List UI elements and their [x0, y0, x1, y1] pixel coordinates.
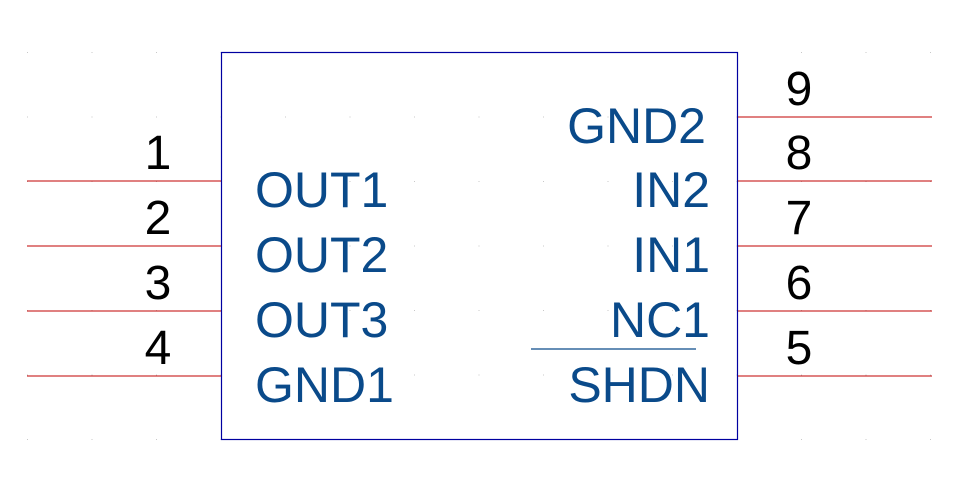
pin-4-label: GND1 [255, 357, 394, 413]
grid-dot [349, 116, 351, 118]
grid-dot [930, 52, 931, 53]
grid-dot [801, 52, 802, 53]
grid-dot [285, 374, 286, 376]
grid-dot [672, 116, 673, 118]
pin-9[interactable]: 9 GND2 [567, 63, 932, 154]
grid-dot [156, 439, 157, 440]
grid-dot [672, 181, 673, 182]
grid-dot [478, 116, 480, 118]
grid-dot [91, 374, 93, 376]
grid-dot [414, 310, 415, 311]
grid-dot [27, 116, 28, 118]
grid-dot [607, 116, 609, 118]
pin-8[interactable]: 8 IN2 [632, 127, 932, 218]
grid-dot [865, 374, 867, 376]
pin-3[interactable]: 3 OUT3 [27, 257, 388, 348]
grid-dot [349, 374, 351, 376]
pin-7-number: 7 [786, 192, 813, 245]
grid-dot [478, 245, 480, 247]
grid-dot [543, 245, 544, 247]
pin-9-number: 9 [786, 63, 813, 116]
grid-dot [91, 52, 93, 53]
grid-dot [349, 245, 351, 247]
grid-dot [801, 439, 802, 440]
grid-dot [156, 374, 157, 376]
grid-dot [607, 374, 609, 376]
grid-dot [414, 181, 415, 182]
grid-dot [672, 374, 673, 376]
grid-dot [865, 52, 867, 53]
grid-dot [672, 310, 673, 311]
pin-5-number: 5 [786, 322, 813, 375]
grid-dot [801, 374, 802, 376]
pin-7[interactable]: 7 IN1 [632, 192, 932, 283]
grid-dot [672, 245, 673, 247]
pin-8-label: IN2 [632, 162, 710, 218]
grid-dot [349, 310, 351, 311]
pin-1-label: OUT1 [255, 162, 388, 218]
pin-6-number: 6 [786, 257, 813, 310]
pin-1[interactable]: 1 OUT1 [27, 127, 388, 218]
grid-dot [285, 310, 286, 311]
grid-dot [156, 52, 157, 53]
grid-dot [285, 116, 286, 118]
grid-dot [543, 181, 544, 182]
grid-dot [543, 374, 544, 376]
pin-2-label: OUT2 [255, 227, 388, 283]
grid-dot [91, 116, 93, 118]
pin-5-label: SHDN [568, 357, 710, 413]
pin-3-label: OUT3 [255, 292, 388, 348]
grid-dot [930, 439, 931, 440]
grid-dot [478, 374, 480, 376]
left-pin-group: 1 OUT1 2 OUT2 3 OUT3 4 GND1 [27, 127, 394, 413]
grid-dot [543, 310, 544, 311]
pin-5[interactable]: 5 SHDN [531, 322, 932, 413]
pin-3-number: 3 [145, 257, 172, 310]
grid-dot [607, 181, 609, 182]
pin-8-number: 8 [786, 127, 813, 180]
grid-dot [414, 245, 415, 247]
component-body[interactable] [220, 51, 739, 441]
grid-dot [607, 245, 609, 247]
pin-2[interactable]: 2 OUT2 [27, 192, 388, 283]
pin-4[interactable]: 4 GND1 [27, 322, 394, 413]
grid-dot [478, 310, 480, 311]
grid-dot [414, 116, 415, 118]
pin-4-number: 4 [145, 322, 172, 375]
grid-dot [156, 116, 157, 118]
grid-dot [27, 52, 28, 53]
grid-dot [349, 181, 351, 182]
pin-1-number: 1 [145, 127, 172, 180]
grid-dot [930, 374, 931, 376]
grid-dot [865, 439, 867, 440]
grid-dot [414, 374, 415, 376]
pin-6-label: NC1 [610, 292, 710, 348]
grid-dot [27, 439, 28, 440]
pin-6[interactable]: 6 NC1 [610, 257, 932, 348]
grid-dot [478, 181, 480, 182]
right-pin-group: 9 GND2 8 IN2 7 IN1 6 NC1 5 SHDN [531, 63, 932, 413]
grid-dot [27, 374, 28, 376]
pin-9-label: GND2 [567, 98, 706, 154]
pin-2-number: 2 [145, 192, 172, 245]
grid-dot [91, 439, 93, 440]
pin-7-label: IN1 [632, 227, 710, 283]
grid-dot [285, 181, 286, 182]
grid-dot [285, 245, 286, 247]
grid-dot [543, 116, 544, 118]
grid-dot [607, 310, 609, 311]
